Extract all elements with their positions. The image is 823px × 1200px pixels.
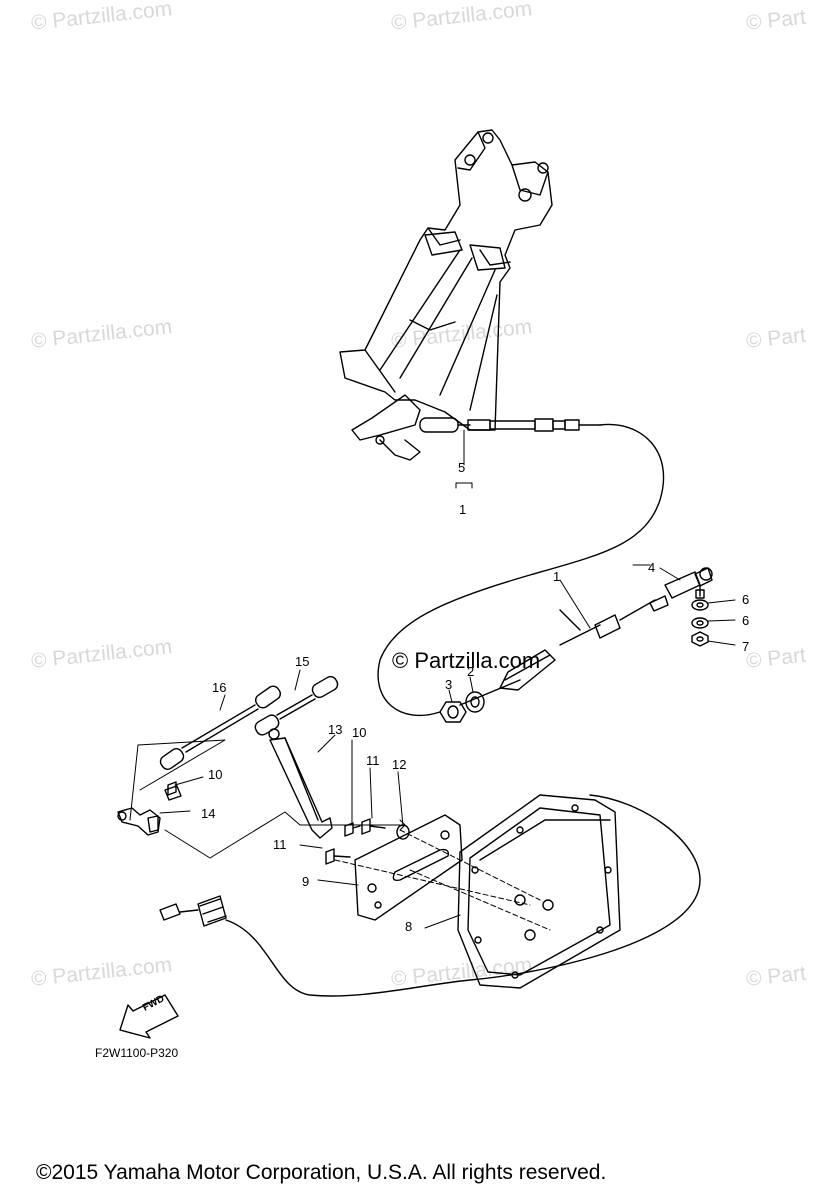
cable-joint-end [664,567,713,599]
callout-10: 10 [208,767,223,782]
callout-4: 4 [648,560,656,575]
mounting-bracket [354,814,463,921]
washers-and-nut [691,599,709,647]
callout-15: 15 [295,654,310,669]
callout-1: 1 [553,569,561,584]
assembly-lines [334,829,551,931]
throttle-cable-route [377,423,665,717]
bolts [167,781,410,865]
callout-10: 10 [352,725,367,740]
callout-12: 12 [392,757,407,772]
callout-1: 1 [459,502,467,517]
leader-lines [159,429,736,929]
callout-3: 3 [445,677,453,692]
throttle-sensor [117,785,182,836]
callout-14: 14 [201,806,216,821]
callout-6: 6 [742,613,750,628]
diagram-code: F2W1100-P320 [95,1046,179,1060]
callout-5: 5 [458,460,466,475]
throttle-lever [268,728,333,839]
cable-lower-route [459,679,521,706]
callout-2: 2 [467,664,475,679]
callout-16: 16 [212,680,227,695]
throttle-cable-adjuster [499,595,669,691]
link-rod-15 [254,675,339,736]
steering-column-housing [339,129,553,461]
callout-7: 7 [742,639,750,654]
callout-9: 9 [302,874,310,889]
callout-8: 8 [405,919,413,934]
callout-13: 13 [328,722,343,737]
forward-arrow [119,994,179,1039]
throttle-cable-upper-end [419,417,601,433]
wire-harness [159,794,701,997]
callout-11: 11 [273,837,287,852]
link-rod-16 [159,685,282,770]
copyright-notice: ©2015 Yamaha Motor Corporation, U.S.A. A… [36,1161,607,1184]
center-watermark-label: © Partzilla.com [392,648,541,673]
callout-11: 11 [366,753,380,768]
control-box [457,794,621,989]
nut-and-washer [439,691,485,723]
callout-6: 6 [742,592,750,607]
